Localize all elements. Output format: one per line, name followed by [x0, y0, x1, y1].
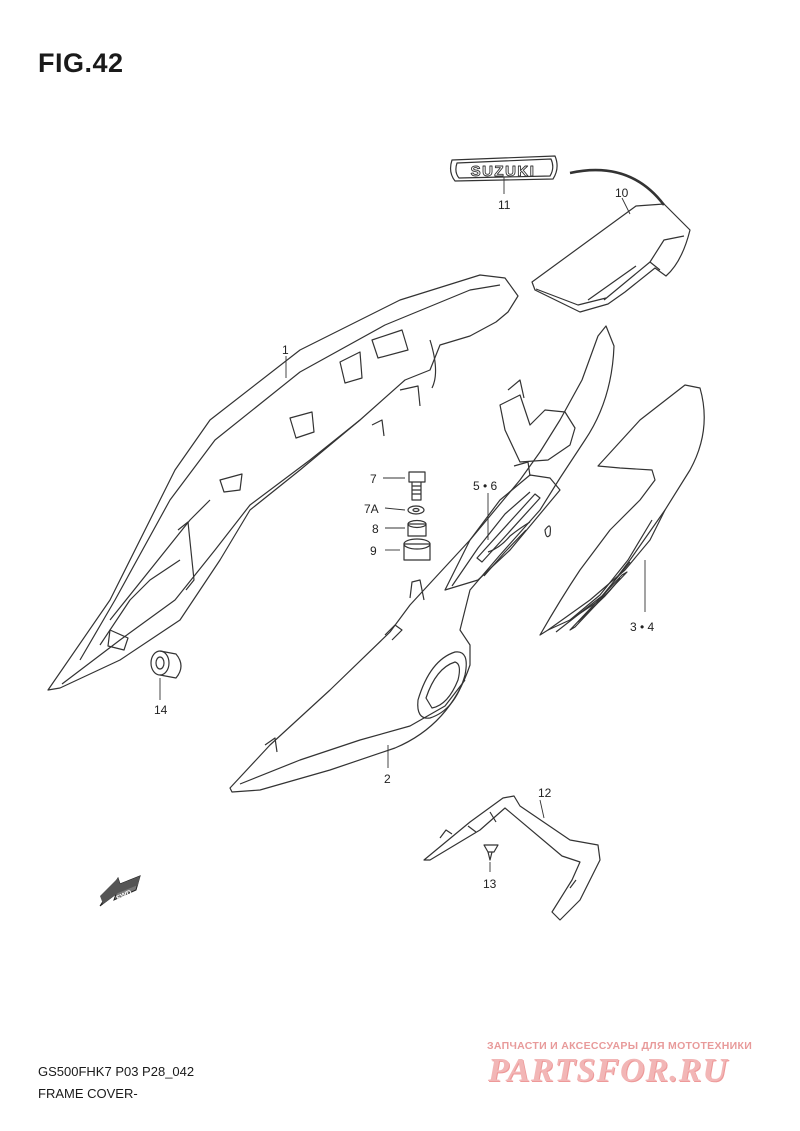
side-decal-3-4[interactable]: [539, 384, 705, 636]
frame-cover-outer[interactable]: [229, 325, 615, 793]
label-14: 14: [154, 703, 168, 717]
part-labels: 1 2 3 • 4 5 • 6 7 7A 8 9 10 11 12 13 14: [154, 186, 655, 891]
bracket-12[interactable]: [423, 795, 601, 921]
suzuki-badge-text: SUZUKI: [471, 163, 536, 180]
label-3-4: 3 • 4: [630, 620, 655, 634]
figure-name: FRAME COVER-: [38, 1086, 138, 1101]
label-7a: 7A: [364, 502, 379, 516]
cushion-9[interactable]: [403, 538, 431, 561]
watermark-tagline: ЗАПЧАСТИ И АКСЕССУАРЫ ДЛЯ МОТОТЕХНИКИ: [487, 1040, 753, 1052]
label-13: 13: [483, 877, 497, 891]
figure-title: FIG.42: [38, 48, 124, 78]
clip-13[interactable]: [483, 844, 499, 861]
leader-lines: [159, 177, 646, 872]
frame-cover-inner[interactable]: [47, 274, 519, 691]
washer-7a[interactable]: [407, 505, 425, 515]
label-9: 9: [370, 544, 377, 558]
label-5-6: 5 • 6: [473, 479, 498, 493]
label-12: 12: [538, 786, 552, 800]
collar-8[interactable]: [407, 519, 427, 537]
label-2: 2: [384, 772, 391, 786]
cushion-14[interactable]: [150, 650, 182, 679]
label-10: 10: [615, 186, 629, 200]
label-8: 8: [372, 522, 379, 536]
fwd-arrow: FWD: [99, 875, 141, 907]
label-11: 11: [498, 198, 511, 212]
figure-code: GS500FHK7 P03 P28_042: [38, 1064, 195, 1079]
bolt-7[interactable]: [408, 471, 426, 501]
suzuki-badge[interactable]: SUZUKI: [449, 155, 558, 182]
label-7: 7: [370, 472, 377, 486]
label-1: 1: [282, 343, 289, 357]
tail-cover[interactable]: [531, 168, 691, 313]
watermark-brand[interactable]: PARTSFOR.RU: [488, 1052, 728, 1089]
